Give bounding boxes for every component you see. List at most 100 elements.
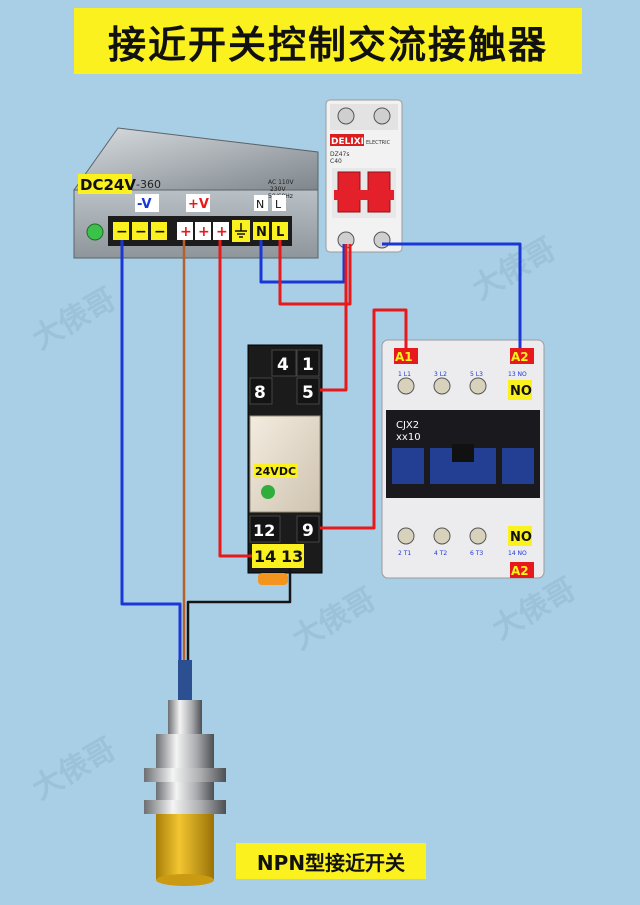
relay-socket-terminal-1[interactable] (296, 349, 320, 377)
wire-blue-a2 (382, 242, 522, 348)
wire-black-signal (186, 568, 292, 668)
psu-terminal-n-label: N (256, 225, 267, 240)
screw-icon (373, 107, 391, 125)
relay-release-clip[interactable] (258, 573, 288, 585)
psu-terminal-pos-2-sign: + (198, 224, 210, 240)
psu-terminal-pos-1[interactable] (177, 222, 193, 240)
psu-pos-badge (186, 194, 210, 212)
relay-coil-voltage: 24VDC (255, 465, 296, 478)
psu-pos-terminals: + + + (177, 222, 229, 240)
psu-terminal-pos-3-sign: + (216, 224, 228, 240)
wires (120, 240, 522, 668)
relay-socket-terminal-5[interactable] (296, 377, 320, 405)
circuit-breaker: DELIXI ELECTRIC DZ47s C40 (325, 99, 403, 253)
wire-red-breaker-relay (320, 244, 348, 392)
screw-icon (469, 377, 487, 395)
psu-terminal-pos-3[interactable] (213, 222, 229, 240)
psu-neg-terminals: − − − (113, 222, 167, 240)
relay-socket-terminal-12[interactable] (249, 515, 281, 543)
page-title: 接近开关控制交流接触器 (107, 22, 548, 67)
wire-red-l (278, 240, 352, 306)
relay-terminal-8-label: 8 (254, 383, 266, 403)
psu-terminal-neg-2[interactable] (132, 222, 148, 240)
contactor-window-3 (502, 448, 534, 484)
sensor-caption: NPN型接近开关 (236, 843, 426, 879)
sensor-face-end (156, 874, 214, 886)
psu-terminal-neg-3-sign: − (154, 224, 166, 240)
screw-icon (337, 107, 355, 125)
contactor-bottom-term: 4 T2 (434, 550, 447, 557)
psu-terminal-neg-1[interactable] (113, 222, 129, 240)
relay-terminal-13-label: 13 (281, 547, 303, 566)
psu-voltage-label: DC24V (80, 176, 136, 194)
contactor-model-sub: xx10 (396, 432, 421, 443)
relay-terminal-9-label: 9 (302, 521, 314, 541)
contactor-a2-bottom-label: A2 (511, 564, 529, 578)
screw-icon (469, 527, 487, 545)
psu-neg-badge (135, 194, 159, 212)
relay-socket-terminal-4[interactable] (271, 349, 297, 377)
contactor-plunger[interactable] (452, 444, 474, 462)
contactor-a2-label: A2 (511, 350, 529, 364)
relay-socket-terminal-8[interactable] (249, 377, 273, 405)
watermark: 大俵哥 (27, 282, 122, 357)
breaker-rating: C40 (330, 158, 342, 165)
relay-socket-terminal-13[interactable] (280, 544, 304, 568)
wire-red-coil (218, 240, 252, 558)
contactor-top-term: 5 L3 (470, 371, 483, 378)
psu-terminal-pos-1-sign: + (180, 224, 192, 240)
relay-terminal-12-label: 12 (253, 521, 275, 540)
relay: 4 1 8 5 24VDC 12 9 14 13 (247, 344, 323, 585)
psu-terminal-neg-2-sign: − (135, 224, 147, 240)
watermark: 大俵哥 (27, 732, 122, 807)
screw-icon (397, 527, 415, 545)
contactor-window-1 (392, 448, 424, 484)
contactor-no-bottom: NO (510, 530, 532, 545)
sensor-face (156, 814, 214, 880)
npn-proximity-sensor (144, 660, 226, 886)
psu-terminal-l[interactable] (272, 222, 288, 240)
ground-icon (235, 223, 247, 238)
contactor: A1 A2 1 L1 3 L2 5 L3 13 NO NO CJX2 xx10 … (381, 339, 545, 579)
contactor-top-term: 13 NO (508, 371, 527, 378)
psu-l-label: L (275, 198, 282, 211)
contactor-no-top-badge (508, 380, 532, 400)
contactor-top-term: 1 L1 (398, 371, 411, 378)
sensor-nut-top (144, 768, 226, 782)
contactor-model: CJX2 (396, 420, 419, 431)
watermark: 大俵哥 (287, 582, 382, 657)
relay-socket-terminal-9[interactable] (296, 515, 320, 543)
breaker-brand: DELIXI (331, 137, 364, 147)
contactor-no-bottom-badge (508, 526, 532, 546)
psu-spec-line: 230V (270, 186, 286, 193)
psu-terminal-n[interactable] (253, 222, 269, 240)
sensor-gland (168, 700, 202, 734)
sensor-nut-bottom (144, 800, 226, 814)
relay-terminal-14-label: 14 (254, 547, 276, 566)
relay-coil-badge (254, 464, 298, 478)
psu-terminal-neg-3[interactable] (151, 222, 167, 240)
relay-terminal-4-label: 4 (277, 355, 289, 375)
wire-red-a1 (320, 308, 408, 530)
psu-n-label: N (256, 198, 264, 211)
contactor-top-term: 3 L2 (434, 371, 447, 378)
power-supply: DC24V -360 AC 110V 230V 50/60Hz -V +V N … (73, 127, 319, 259)
psu-terminal-pos-2[interactable] (195, 222, 211, 240)
psu-indicator-led (86, 223, 104, 241)
breaker-brand-badge (330, 134, 364, 146)
screw-icon (397, 377, 415, 395)
contactor-bottom-term: 6 T3 (470, 550, 483, 557)
relay-terminal-5-label: 5 (302, 383, 314, 403)
screw-icon (433, 377, 451, 395)
contactor-a2-badge (510, 348, 534, 364)
contactor-a2-bottom-badge (510, 562, 534, 578)
relay-socket-terminal-14[interactable] (252, 544, 280, 568)
screw-icon (433, 527, 451, 545)
sensor-cable (178, 660, 192, 700)
psu-model-text: -360 (136, 178, 161, 191)
psu-neg-label: -V (137, 197, 152, 212)
screw-icon (373, 231, 391, 249)
breaker-model: DZ47s (330, 151, 350, 158)
